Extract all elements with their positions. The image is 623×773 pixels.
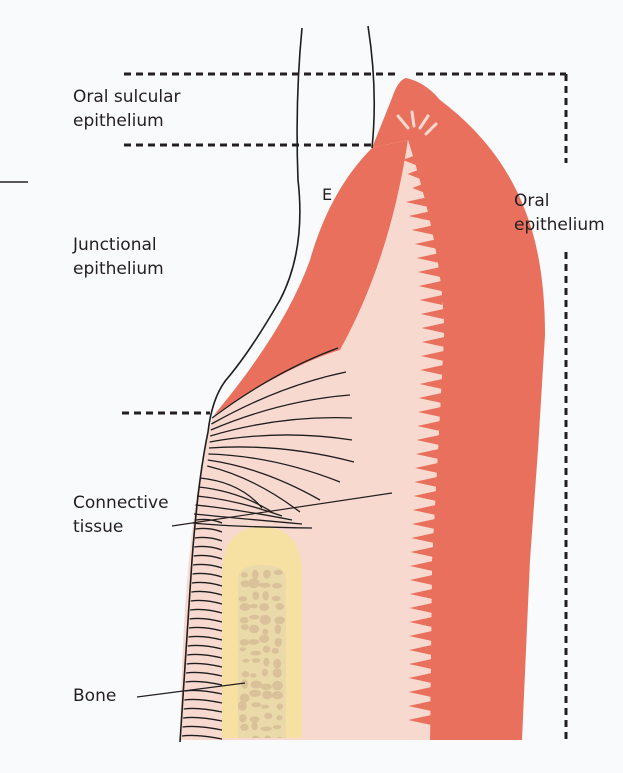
trabecula — [275, 624, 282, 634]
trabecula — [261, 705, 269, 709]
trabecula — [262, 629, 268, 635]
connective-tissue-label: Connective tissue — [73, 491, 169, 539]
trabecula — [240, 617, 249, 624]
trabecula — [275, 638, 282, 647]
trabecula — [252, 658, 260, 663]
trabecula — [274, 570, 283, 575]
crest-papilla — [412, 112, 414, 126]
trabecula — [241, 679, 248, 688]
trabecula — [248, 639, 259, 645]
trabecula — [262, 691, 273, 700]
trabecula — [250, 673, 256, 677]
oral-epithelium-label: Oral epithelium — [514, 189, 605, 237]
trabecula — [240, 603, 251, 611]
trabecula — [242, 671, 250, 677]
trabecula — [263, 591, 269, 601]
trabecula — [273, 668, 282, 677]
trabecula — [272, 648, 279, 654]
trabecula — [239, 714, 246, 722]
trabecula — [252, 570, 258, 579]
trabecula — [259, 583, 271, 588]
trabecula — [261, 684, 272, 690]
oral-sulcular-epithelium-label: Oral sulcular epithelium — [73, 85, 181, 133]
bone-label: Bone — [73, 684, 116, 708]
trabecula — [263, 646, 271, 653]
trabecula — [249, 690, 261, 697]
alveolar-bone — [222, 527, 302, 747]
trabecula — [274, 616, 284, 624]
trabecula — [249, 604, 258, 609]
trabecula — [238, 701, 247, 711]
trabecula — [249, 625, 259, 633]
trabecula — [264, 713, 272, 720]
trabecula — [250, 716, 260, 722]
trabecula — [276, 715, 283, 720]
trabecula — [251, 702, 261, 707]
trabecula — [241, 572, 248, 577]
enamel-outline — [368, 26, 374, 148]
trabecula — [277, 703, 283, 709]
trabecula — [248, 578, 260, 588]
trabecula — [242, 659, 249, 663]
trabecula — [263, 658, 269, 667]
trabecula — [263, 570, 271, 579]
trabecula — [249, 615, 259, 620]
junctional-epithelium-label: Junctional epithelium — [73, 233, 164, 281]
trabecula — [240, 647, 246, 651]
trabecula — [241, 624, 249, 630]
enamel-label: E — [322, 183, 332, 207]
trabecula — [240, 639, 250, 646]
trabecula — [273, 725, 281, 729]
trabecula — [262, 669, 268, 677]
trabecula — [273, 659, 281, 669]
trabecula — [272, 596, 281, 601]
trabecula — [250, 651, 261, 656]
trabecula — [239, 596, 248, 601]
trabecula — [272, 681, 283, 690]
trabecula — [252, 591, 259, 600]
trabecula — [251, 680, 262, 688]
trabecula — [251, 722, 257, 730]
trabecula — [260, 615, 271, 625]
trabecula — [272, 691, 283, 699]
trabecula — [275, 603, 284, 610]
trabecula — [261, 726, 272, 731]
trabecula — [240, 724, 248, 731]
trabecula — [259, 603, 269, 611]
trabecula — [259, 635, 269, 643]
trabecula — [272, 583, 282, 589]
